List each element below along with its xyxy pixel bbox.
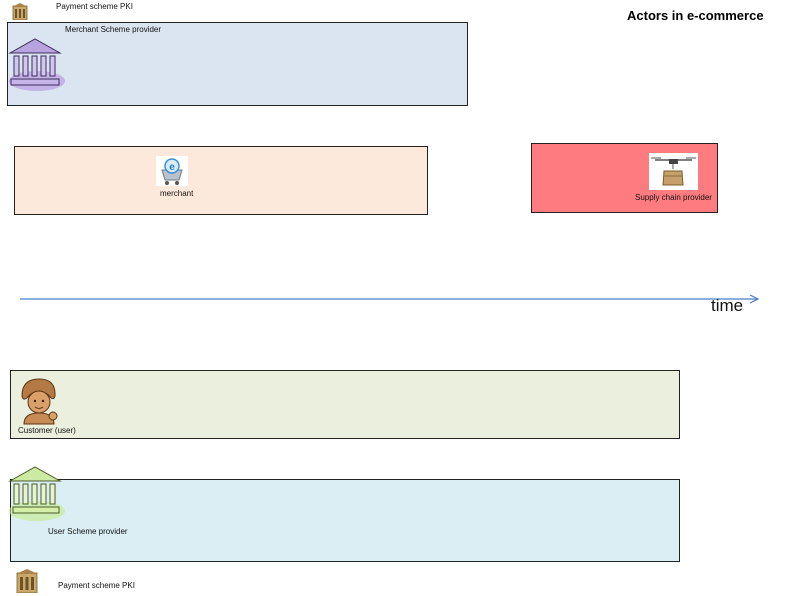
bank-icon xyxy=(8,465,66,523)
supply-chain-provider-box: Supply chain provider xyxy=(531,143,718,213)
svg-text:e: e xyxy=(169,162,175,173)
ecommerce-cart-icon: e xyxy=(156,156,188,186)
payment-pki-bottom-label: Payment scheme PKI xyxy=(58,581,135,590)
person-icon xyxy=(18,376,60,426)
payment-pki-top-label: Payment scheme PKI xyxy=(56,2,133,11)
customer-label: Customer (user) xyxy=(18,426,76,435)
delivery-drone-icon xyxy=(649,153,698,190)
bank-icon xyxy=(8,37,66,95)
timeline-label: time xyxy=(711,296,744,315)
diagram-title: Actors in e-commerce xyxy=(627,8,764,23)
merchant-box: e merchant xyxy=(14,146,428,215)
merchant-scheme-provider-label: Merchant Scheme provider xyxy=(65,25,162,34)
timeline-arrow xyxy=(20,292,762,304)
building-icon xyxy=(16,569,38,594)
supply-chain-provider-label: Supply chain provider xyxy=(635,193,712,202)
user-scheme-provider-box: User Scheme provider xyxy=(10,479,680,562)
building-icon xyxy=(12,3,28,21)
merchant-scheme-provider-box: Merchant Scheme provider xyxy=(7,22,468,106)
user-scheme-provider-label: User Scheme provider xyxy=(48,527,128,536)
merchant-label: merchant xyxy=(160,189,194,198)
customer-box: Customer (user) xyxy=(10,370,680,439)
